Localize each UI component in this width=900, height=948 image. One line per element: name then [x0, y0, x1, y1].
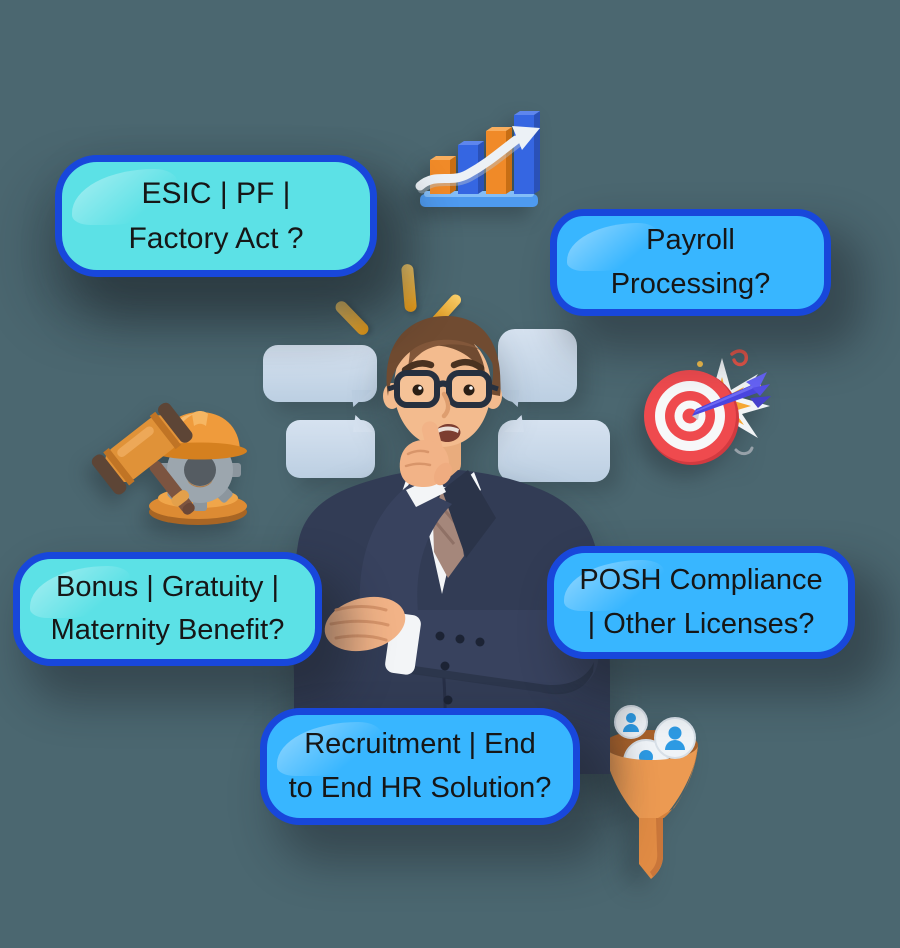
growth-chart-icon [415, 111, 540, 207]
thinking-businessman-figure [292, 316, 610, 774]
bubble-label: Bonus | Gratuity | Maternity Benefit? [50, 570, 285, 647]
speech-bubble-icon [263, 345, 377, 402]
bubble-label: Recruitment | End to End HR Solution? [288, 728, 552, 804]
recruitment-funnel-icon [604, 705, 698, 879]
bubble-recruitment-hr-solution: Recruitment | End to End HR Solution? [260, 708, 580, 825]
bubble-label: POSH Compliance | Other Licenses? [579, 564, 823, 640]
labour-law-gavel-icon [91, 402, 247, 525]
target-dart-icon [644, 349, 771, 465]
bubble-payroll-processing: Payroll Processing? [550, 209, 831, 316]
bubble-label: ESIC | PF | Factory Act ? [128, 177, 304, 255]
bubble-posh-compliance-licenses: POSH Compliance | Other Licenses? [547, 546, 855, 659]
speech-bubble-icon [498, 420, 610, 482]
bubble-bonus-gratuity-maternity: Bonus | Gratuity | Maternity Benefit? [13, 552, 322, 666]
bubble-label: Payroll Processing? [610, 224, 771, 300]
speech-bubble-icon [286, 420, 375, 478]
speech-bubble-icon [498, 329, 577, 402]
bubble-esic-pf-factory-act: ESIC | PF | Factory Act ? [55, 155, 377, 277]
